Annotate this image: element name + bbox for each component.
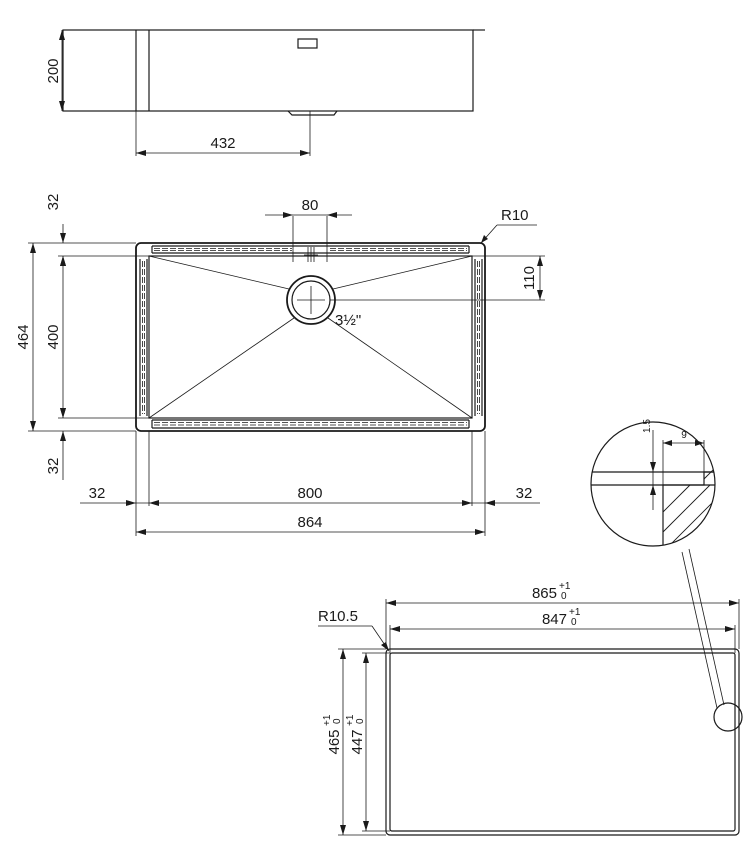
side-view-body [62, 29, 474, 112]
cutout-outer [385, 648, 740, 836]
dim-cutout-outer-depth: 465 [326, 729, 343, 754]
dim-detail-width: 9 [681, 430, 687, 441]
sink-outer-rim [135, 242, 486, 432]
dim-left-margin: 32 [89, 485, 106, 502]
dim-corner-radius: R10 [501, 207, 529, 224]
dim-drain-offset-top: 110 [521, 266, 538, 290]
dim-overall-depth: 464 [15, 324, 32, 349]
tol-outer-depth-upper: +1 [322, 714, 333, 726]
tol-outer-width-lower: 0 [561, 591, 567, 602]
tol-outer-depth-lower: 0 [332, 718, 343, 724]
tol-inner-depth-upper: +1 [345, 714, 356, 726]
dim-cutout-inner-depth: 447 [349, 729, 366, 754]
detail-view: 1.5 9 [590, 419, 743, 732]
dim-drain-width: 80 [302, 197, 319, 214]
dim-inner-depth: 400 [45, 324, 62, 349]
dim-side-drain-offset: 432 [210, 135, 235, 152]
dim-drain-size: 3½" [335, 312, 361, 329]
dim-side-height: 200 [45, 58, 62, 83]
dim-overall-width: 864 [297, 514, 322, 531]
tol-inner-depth-lower: 0 [355, 718, 366, 724]
cutout-inner [389, 652, 736, 832]
drain-outlet [287, 110, 338, 116]
tol-inner-width-upper: +1 [569, 607, 581, 618]
dim-right-margin: 32 [516, 485, 533, 502]
dim-cutout-outer-width: 865 [532, 585, 557, 602]
sink-bowl [148, 255, 473, 419]
side-view: 200 432 [45, 29, 485, 156]
dim-top-margin: 32 [45, 194, 62, 211]
detail-circle [590, 421, 716, 547]
detail-reference-circle [713, 702, 743, 732]
dim-cutout-radius: R10.5 [318, 608, 358, 625]
dim-inner-width: 800 [297, 485, 322, 502]
dim-bottom-margin: 32 [45, 458, 62, 475]
overflow-slot [297, 38, 318, 49]
dim-cutout-inner-width: 847 [542, 611, 567, 628]
tol-inner-width-lower: 0 [571, 617, 577, 628]
dim-detail-height: 1.5 [642, 419, 653, 433]
cutout-view: R10.5 865 +1 0 847 +1 0 465 +1 0 [318, 581, 740, 836]
tol-outer-width-upper: +1 [559, 581, 571, 592]
top-view: 80 R10 110 3½" 464 400 [15, 194, 545, 536]
